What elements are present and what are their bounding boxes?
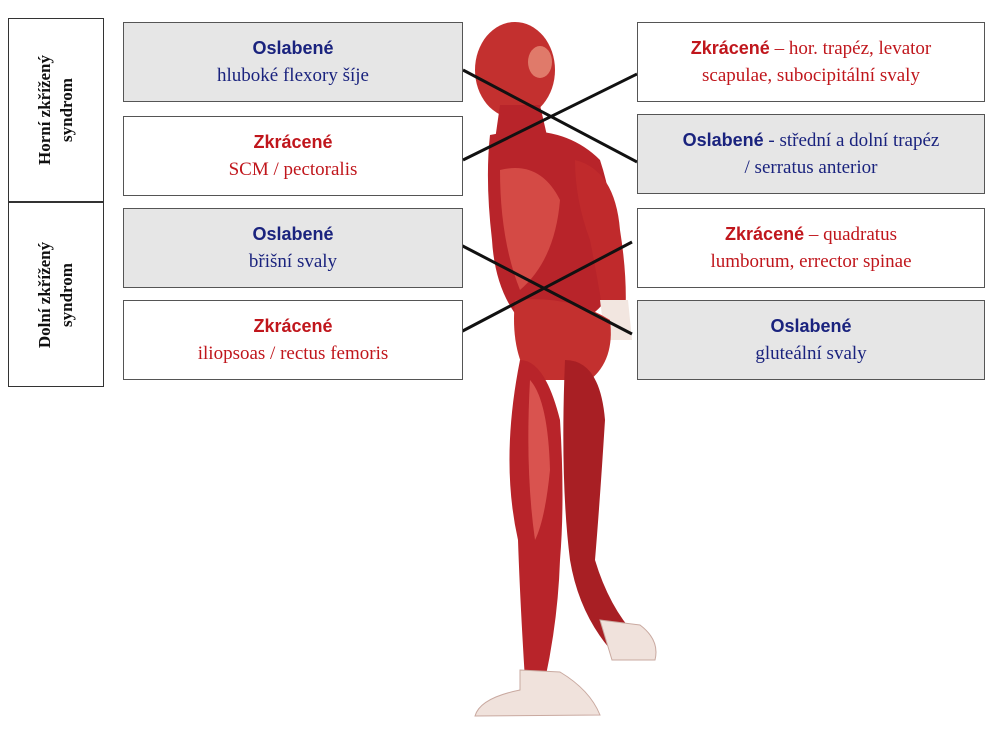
box-weak-abdominals: Oslabené břišní svaly — [123, 208, 463, 288]
box-weak-lower-trapezius: Oslabené - střední a dolní trapéz / serr… — [637, 114, 985, 194]
box-short-quadratus-lumborum: Zkrácené – quadratus lumborum, errector … — [637, 208, 985, 288]
box-text-b: scapulae, subocipitální svaly — [702, 62, 920, 89]
box-text-b: / serratus anterior — [745, 154, 878, 181]
human-muscle-figure — [475, 22, 656, 716]
box-short-upper-trapezius: Zkrácené – hor. trapéz, levator scapulae… — [637, 22, 985, 102]
box-title: Zkrácené — [253, 313, 332, 340]
box-text: iliopsoas / rectus femoris — [198, 340, 389, 367]
box-text-a: - střední a dolní trapéz — [764, 130, 940, 151]
box-title: Zkrácené — [725, 224, 804, 244]
box-text: hluboké flexory šíje — [217, 62, 369, 89]
box-title: Oslabené — [683, 130, 764, 150]
box-short-scm-pectoralis: Zkrácené SCM / pectoralis — [123, 116, 463, 196]
box-text: SCM / pectoralis — [229, 156, 358, 183]
box-title: Oslabené — [252, 35, 333, 62]
box-text: břišní svaly — [249, 248, 337, 275]
box-short-iliopsoas: Zkrácené iliopsoas / rectus femoris — [123, 300, 463, 380]
box-title: Zkrácené — [253, 129, 332, 156]
box-text-a: – hor. trapéz, levator — [770, 38, 931, 59]
box-line-1: Oslabené - střední a dolní trapéz — [683, 127, 940, 154]
box-text-a: – quadratus — [804, 224, 897, 245]
box-weak-deep-neck-flexors: Oslabené hluboké flexory šíje — [123, 22, 463, 102]
box-title: Oslabené — [770, 313, 851, 340]
box-text: gluteální svaly — [755, 340, 866, 367]
box-line-1: Zkrácené – quadratus — [725, 221, 897, 248]
box-title: Zkrácené — [691, 38, 770, 58]
box-line-1: Zkrácené – hor. trapéz, levator — [691, 35, 932, 62]
box-text-b: lumborum, errector spinae — [710, 248, 911, 275]
box-title: Oslabené — [252, 221, 333, 248]
box-weak-gluteals: Oslabené gluteální svaly — [637, 300, 985, 380]
